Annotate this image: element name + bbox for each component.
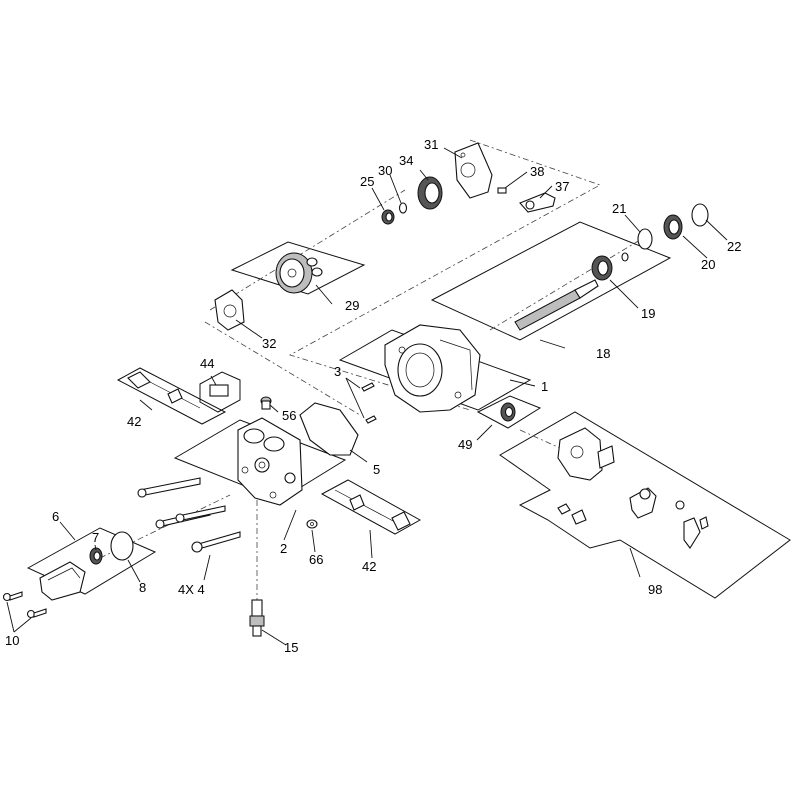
leader-lines [6,147,728,646]
callout-19: 19 [641,306,655,321]
callout-42-right: 42 [362,559,376,574]
part-20-bearing [663,214,683,240]
part-3-pin [361,382,375,392]
part-8-o-ring [110,531,134,561]
centerline-shaft [489,239,641,331]
callout-10: 10 [5,633,19,648]
callout-labels: 31 34 30 25 38 37 21 22 20 19 18 29 32 3… [5,137,741,655]
part-shaft-ring [621,252,629,262]
panel-44 [199,371,241,413]
callout-21: 21 [612,201,626,216]
part-34-bearing [417,176,443,210]
part-30-ring [398,202,408,214]
part-19-bearing [591,255,613,281]
part-22-snap-ring [691,203,709,227]
callout-34: 34 [399,153,413,168]
panel-42-right [320,479,422,535]
part-31-swashplate [214,289,245,331]
centerline-98 [519,429,561,449]
callout-38: 38 [530,164,544,179]
callout-15: 15 [284,640,298,655]
part-7-seal [89,547,103,565]
callout-20: 20 [701,257,715,272]
part-5-gasket [299,402,359,456]
callout-25: 29 [345,298,359,313]
part-49-seal [500,402,516,422]
part-1-housing [384,324,481,413]
callout-30: 30 [378,163,392,178]
callout-37: 37 [555,179,569,194]
part-21-ring [637,228,653,250]
part-42-right-valve [334,489,411,531]
callout-5: 5 [373,462,380,477]
part-56-plug [260,396,272,410]
callout-31: 32 [262,336,276,351]
callout-6: 6 [52,509,59,524]
callout-18: 18 [596,346,610,361]
centerline-pump [209,189,406,311]
part-44-tag [209,384,229,397]
part-98-control-assembly [557,427,709,549]
callout-44: 44 [200,356,214,371]
part-32-plate [454,142,493,199]
part-66-plug [306,519,318,529]
part-6-cover [39,561,86,601]
part-42-left-valve [127,371,201,409]
panel-42-left [116,367,227,425]
callout-66: 66 [309,552,323,567]
callout-56: 56 [282,408,296,423]
callout-8: 8 [139,580,146,595]
callout-32: 31 [424,137,438,152]
callout-42-left: 42 [127,414,141,429]
part-10-screws [2,591,47,619]
callout-29: 25 [360,174,374,189]
part-3-pin-2 [365,415,377,424]
callout-98: 98 [648,582,662,597]
callout-2: 2 [280,541,287,556]
callout-1: 1 [541,379,548,394]
part-4-bolts [137,477,241,553]
centerline-31 [204,321,361,416]
part-15-fitting [249,599,265,637]
callout-22: 22 [727,239,741,254]
part-18-shaft [514,279,599,331]
panel-group [26,221,791,599]
panel-18 [430,221,672,341]
callout-4x4: 4X 4 [178,582,205,597]
parts-group [2,142,709,637]
part-38-key [497,187,507,194]
part-29-bushing [381,209,395,225]
part-25-rotating-group [275,252,323,294]
panel-49 [476,395,542,429]
part-37-lever [519,192,556,213]
callout-49: 49 [458,437,472,452]
part-2-end-cap [237,417,303,506]
panel-98 [499,411,791,599]
callout-3: 3 [334,364,341,379]
callout-7: 7 [92,530,99,545]
